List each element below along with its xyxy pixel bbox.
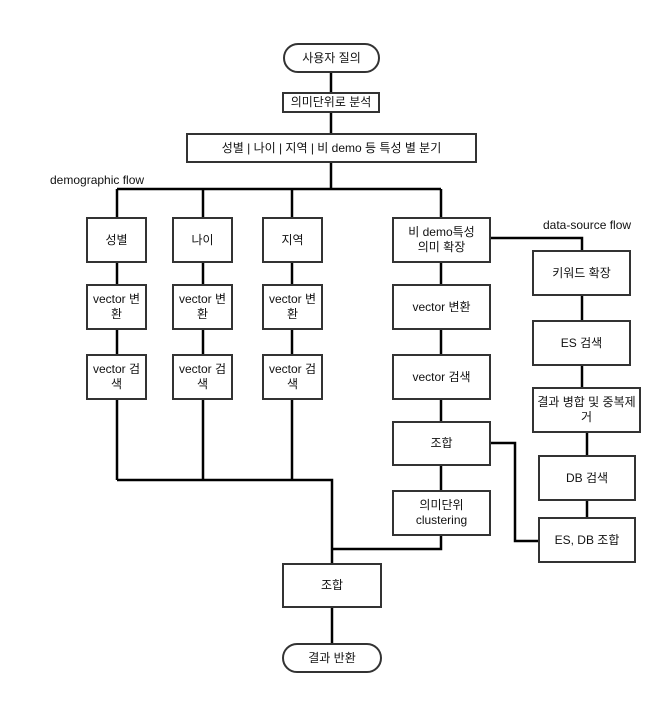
- gender-vector-search: vector 검색: [86, 354, 147, 400]
- analyze-node: 의미단위로 분석: [282, 92, 380, 113]
- age-vector-search: vector 검색: [172, 354, 233, 400]
- clustering-node: 의미단위 clustering: [392, 490, 491, 536]
- age-vector-convert: vector 변환: [172, 284, 233, 330]
- es-search-node: ES 검색: [532, 320, 631, 366]
- final-combine-node: 조합: [282, 563, 382, 608]
- clustering-line1: 의미단위: [419, 498, 464, 512]
- edge-combine-esdb: [491, 441, 538, 543]
- branch-node: 성별 | 나이 | 지역 | 비 demo 등 특성 별 분기: [186, 133, 477, 163]
- demographic-merge-bus: [117, 478, 334, 563]
- edge-nondemo-keyword: [491, 236, 584, 250]
- es-db-combine-node: ES, DB 조합: [538, 517, 636, 563]
- age-node: 나이: [172, 217, 233, 263]
- edge-cluster-final: [332, 536, 443, 551]
- nondemo-combine-node: 조합: [392, 421, 491, 466]
- nondemo-line2: 의미 확장: [417, 240, 466, 254]
- end-node: 결과 반환: [282, 643, 382, 673]
- gender-node: 성별: [86, 217, 147, 263]
- keyword-expand-node: 키워드 확장: [532, 250, 631, 296]
- nondemo-node: 비 demo특성 의미 확장: [392, 217, 491, 263]
- nondemo-line1: 비 demo특성: [408, 225, 475, 239]
- clustering-line2: clustering: [415, 513, 468, 527]
- demographic-flow-label: demographic flow: [50, 173, 145, 187]
- db-search-node: DB 검색: [538, 455, 636, 501]
- start-node: 사용자 질의: [283, 43, 380, 73]
- nondemo-vector-convert: vector 변환: [392, 284, 491, 330]
- region-vector-convert: vector 변환: [262, 284, 323, 330]
- gender-vector-convert: vector 변환: [86, 284, 147, 330]
- nondemo-vector-search: vector 검색: [392, 354, 491, 400]
- merge-dedupe-node: 결과 병합 및 중복제거: [532, 387, 641, 433]
- datasource-flow-label: data-source flow: [543, 218, 632, 232]
- region-vector-search: vector 검색: [262, 354, 323, 400]
- region-node: 지역: [262, 217, 323, 263]
